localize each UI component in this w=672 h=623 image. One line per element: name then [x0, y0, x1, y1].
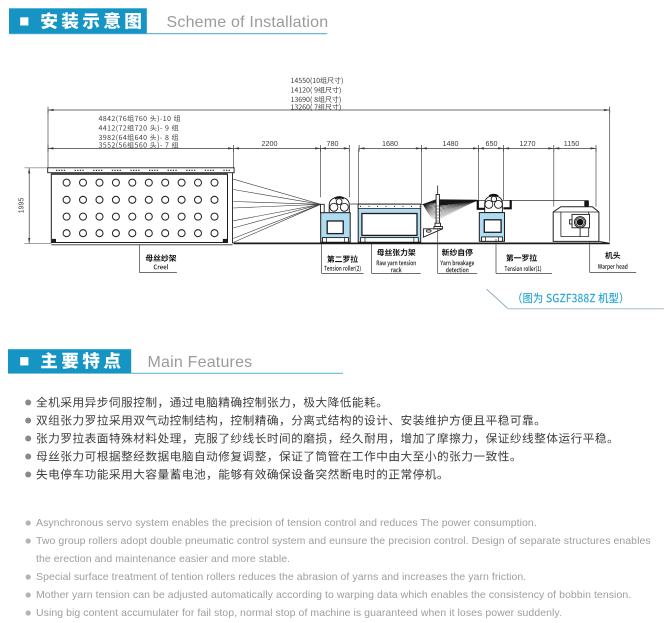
- svg-text:Scheme of Installation: Scheme of Installation: [167, 14, 329, 31]
- svg-text:780: 780: [327, 139, 339, 148]
- svg-text:1995: 1995: [19, 198, 26, 214]
- svg-text:1270: 1270: [520, 139, 536, 148]
- svg-text:1480: 1480: [443, 139, 459, 148]
- svg-text:Main Features: Main Features: [148, 354, 253, 371]
- svg-text:2200: 2200: [262, 139, 278, 148]
- svg-text:650: 650: [486, 139, 498, 148]
- svg-text:1680: 1680: [382, 139, 398, 148]
- svg-text:1150: 1150: [564, 139, 579, 148]
